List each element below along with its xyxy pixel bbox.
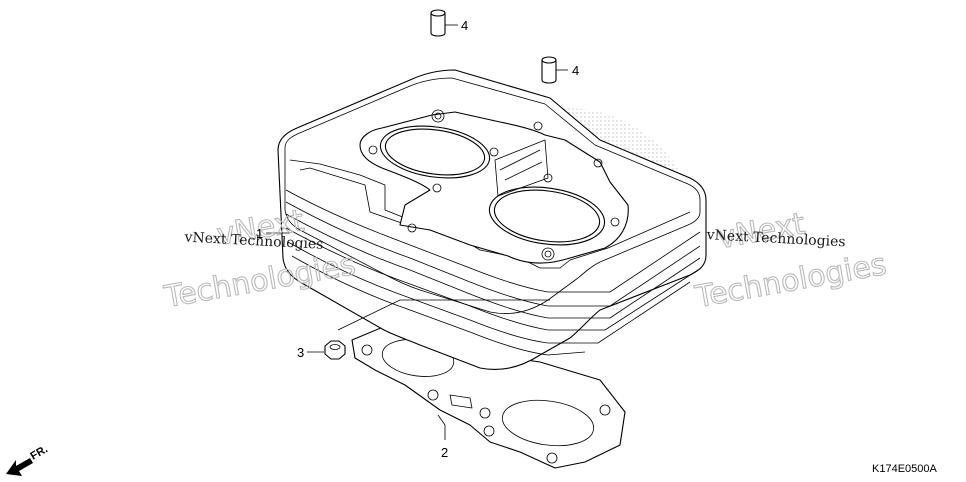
- watermark-outline-right-line2: Technologies: [692, 247, 889, 315]
- callout-part-1: 1: [256, 226, 263, 241]
- watermark-mono-right: vNext Technologies: [705, 227, 846, 250]
- callout-part-3: 3: [297, 345, 304, 360]
- drawing-code: K174E0500A: [872, 463, 937, 475]
- leader-lines: [266, 24, 568, 440]
- watermark-right: vNext Technologies vNext Technologies: [692, 206, 890, 316]
- callout-part-2: 2: [441, 445, 448, 460]
- nut-fastener: [324, 340, 346, 360]
- dowel-pin-upper: [430, 9, 446, 37]
- watermark-mono-left: vNext Technologies: [183, 230, 324, 253]
- cylinder-block: [277, 69, 707, 371]
- watermark-outline-left-line2: Technologies: [161, 247, 358, 315]
- dowel-pin-right: [541, 56, 557, 84]
- callout-part-4-right: 4: [572, 63, 579, 78]
- callout-part-4-upper: 4: [461, 18, 468, 33]
- fr-label: FR.: [29, 443, 50, 462]
- front-direction-arrow: FR.: [6, 443, 50, 476]
